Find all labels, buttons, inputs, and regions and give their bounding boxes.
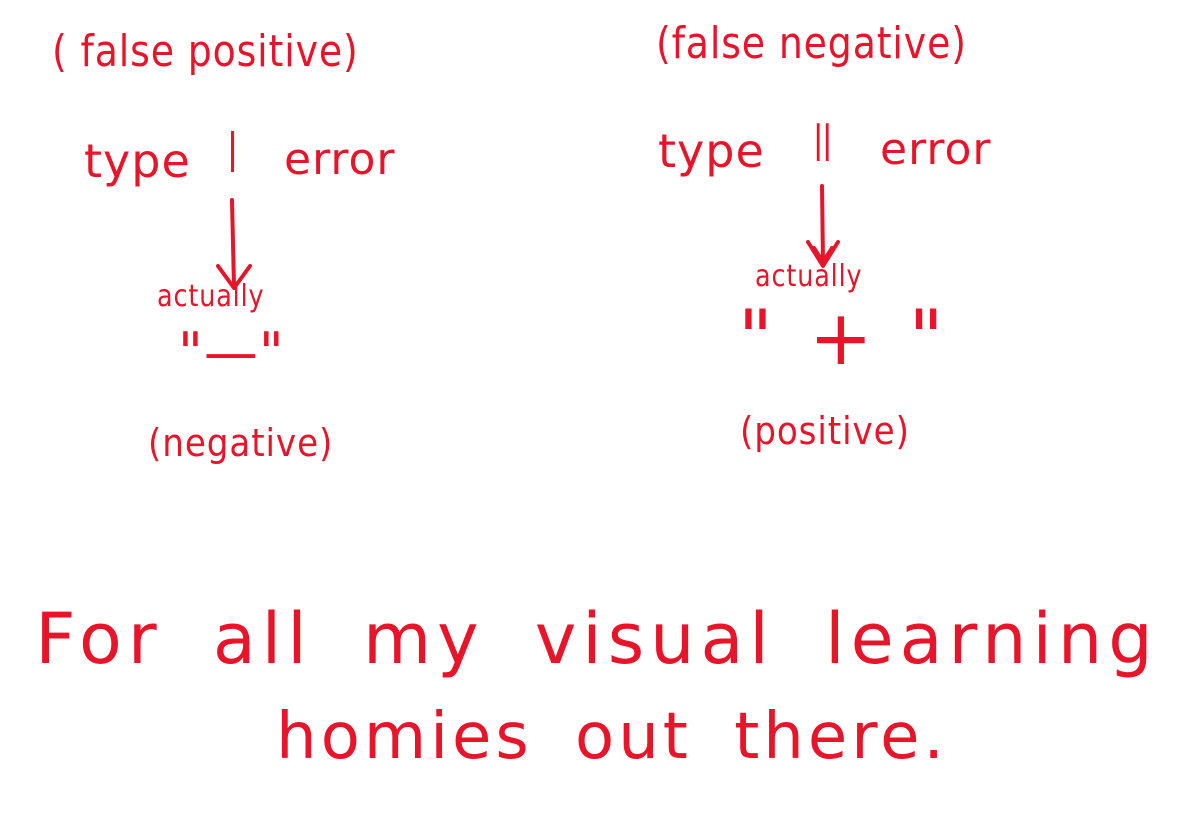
down-arrow-icon	[216, 198, 252, 290]
type-word: type	[84, 134, 191, 188]
caption-line-2: homies out there.	[276, 700, 948, 774]
type-one-error-column: ( false positive) type I error actually …	[0, 0, 560, 520]
negative-label: (negative)	[148, 421, 334, 465]
down-arrow-icon	[806, 184, 840, 268]
positive-sign-quoted: "+"	[738, 293, 980, 382]
roman-numeral-one: I	[228, 121, 238, 186]
actually-label: actually	[755, 259, 863, 294]
type-word: type	[658, 124, 765, 178]
error-word: error	[284, 134, 396, 185]
false-positive-annotation: ( false positive)	[52, 26, 359, 77]
roman-numeral-two: II	[814, 114, 832, 174]
negative-sign-quoted: "—"	[178, 321, 285, 384]
false-negative-annotation: (false negative)	[656, 18, 967, 69]
caption-line-1: For all my visual learning	[35, 598, 1159, 680]
positive-label: (positive)	[740, 409, 910, 453]
type-two-error-column: (false negative) type II error actually …	[600, 0, 1160, 520]
actually-label: actually	[157, 279, 265, 314]
error-word: error	[880, 124, 992, 175]
